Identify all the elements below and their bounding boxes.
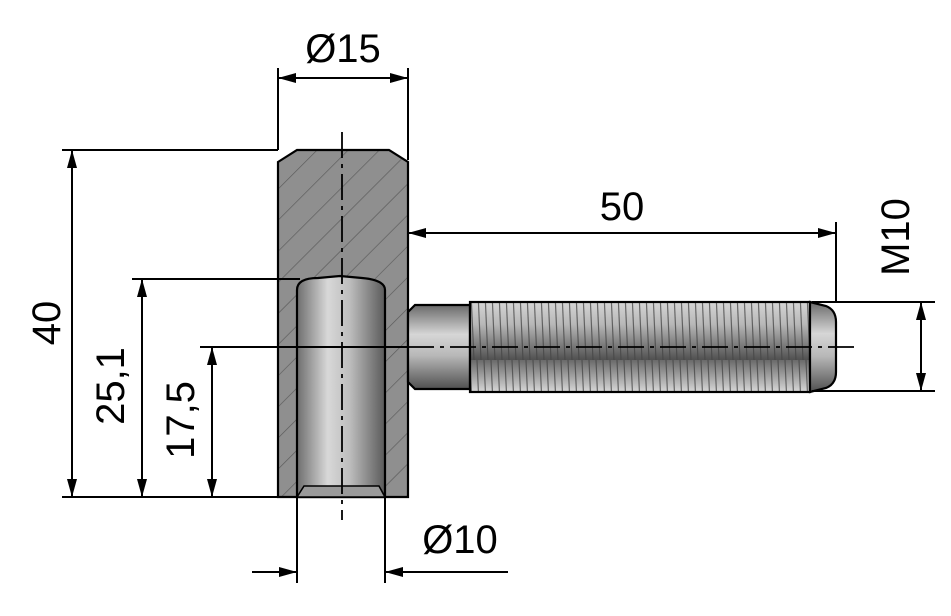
dim-pin-axis-height: 17,5	[159, 346, 408, 497]
dim-pin-length-label: 50	[600, 185, 645, 229]
dim-bore-depth-label: 25,1	[89, 347, 133, 425]
dim-bore-diameter-label: Ø10	[422, 518, 498, 562]
bore-chamfer	[295, 485, 387, 498]
dim-thread-size: M10	[812, 198, 935, 392]
dim-pin-axis-height-label: 17,5	[159, 381, 203, 459]
bore-cavity	[295, 274, 387, 499]
dim-bore-diameter: Ø10	[252, 497, 508, 583]
dim-overall-height-label: 40	[25, 301, 69, 346]
dim-bore-depth: 25,1	[89, 278, 300, 497]
dim-head-diameter: Ø15	[277, 27, 409, 160]
dim-overall-height: 40	[25, 149, 278, 498]
dim-thread-size-label: M10	[874, 198, 918, 276]
pin-tip	[808, 300, 838, 394]
dim-head-diameter-label: Ø15	[305, 27, 381, 71]
head-section	[276, 148, 410, 499]
dim-pin-length: 50	[408, 185, 837, 302]
